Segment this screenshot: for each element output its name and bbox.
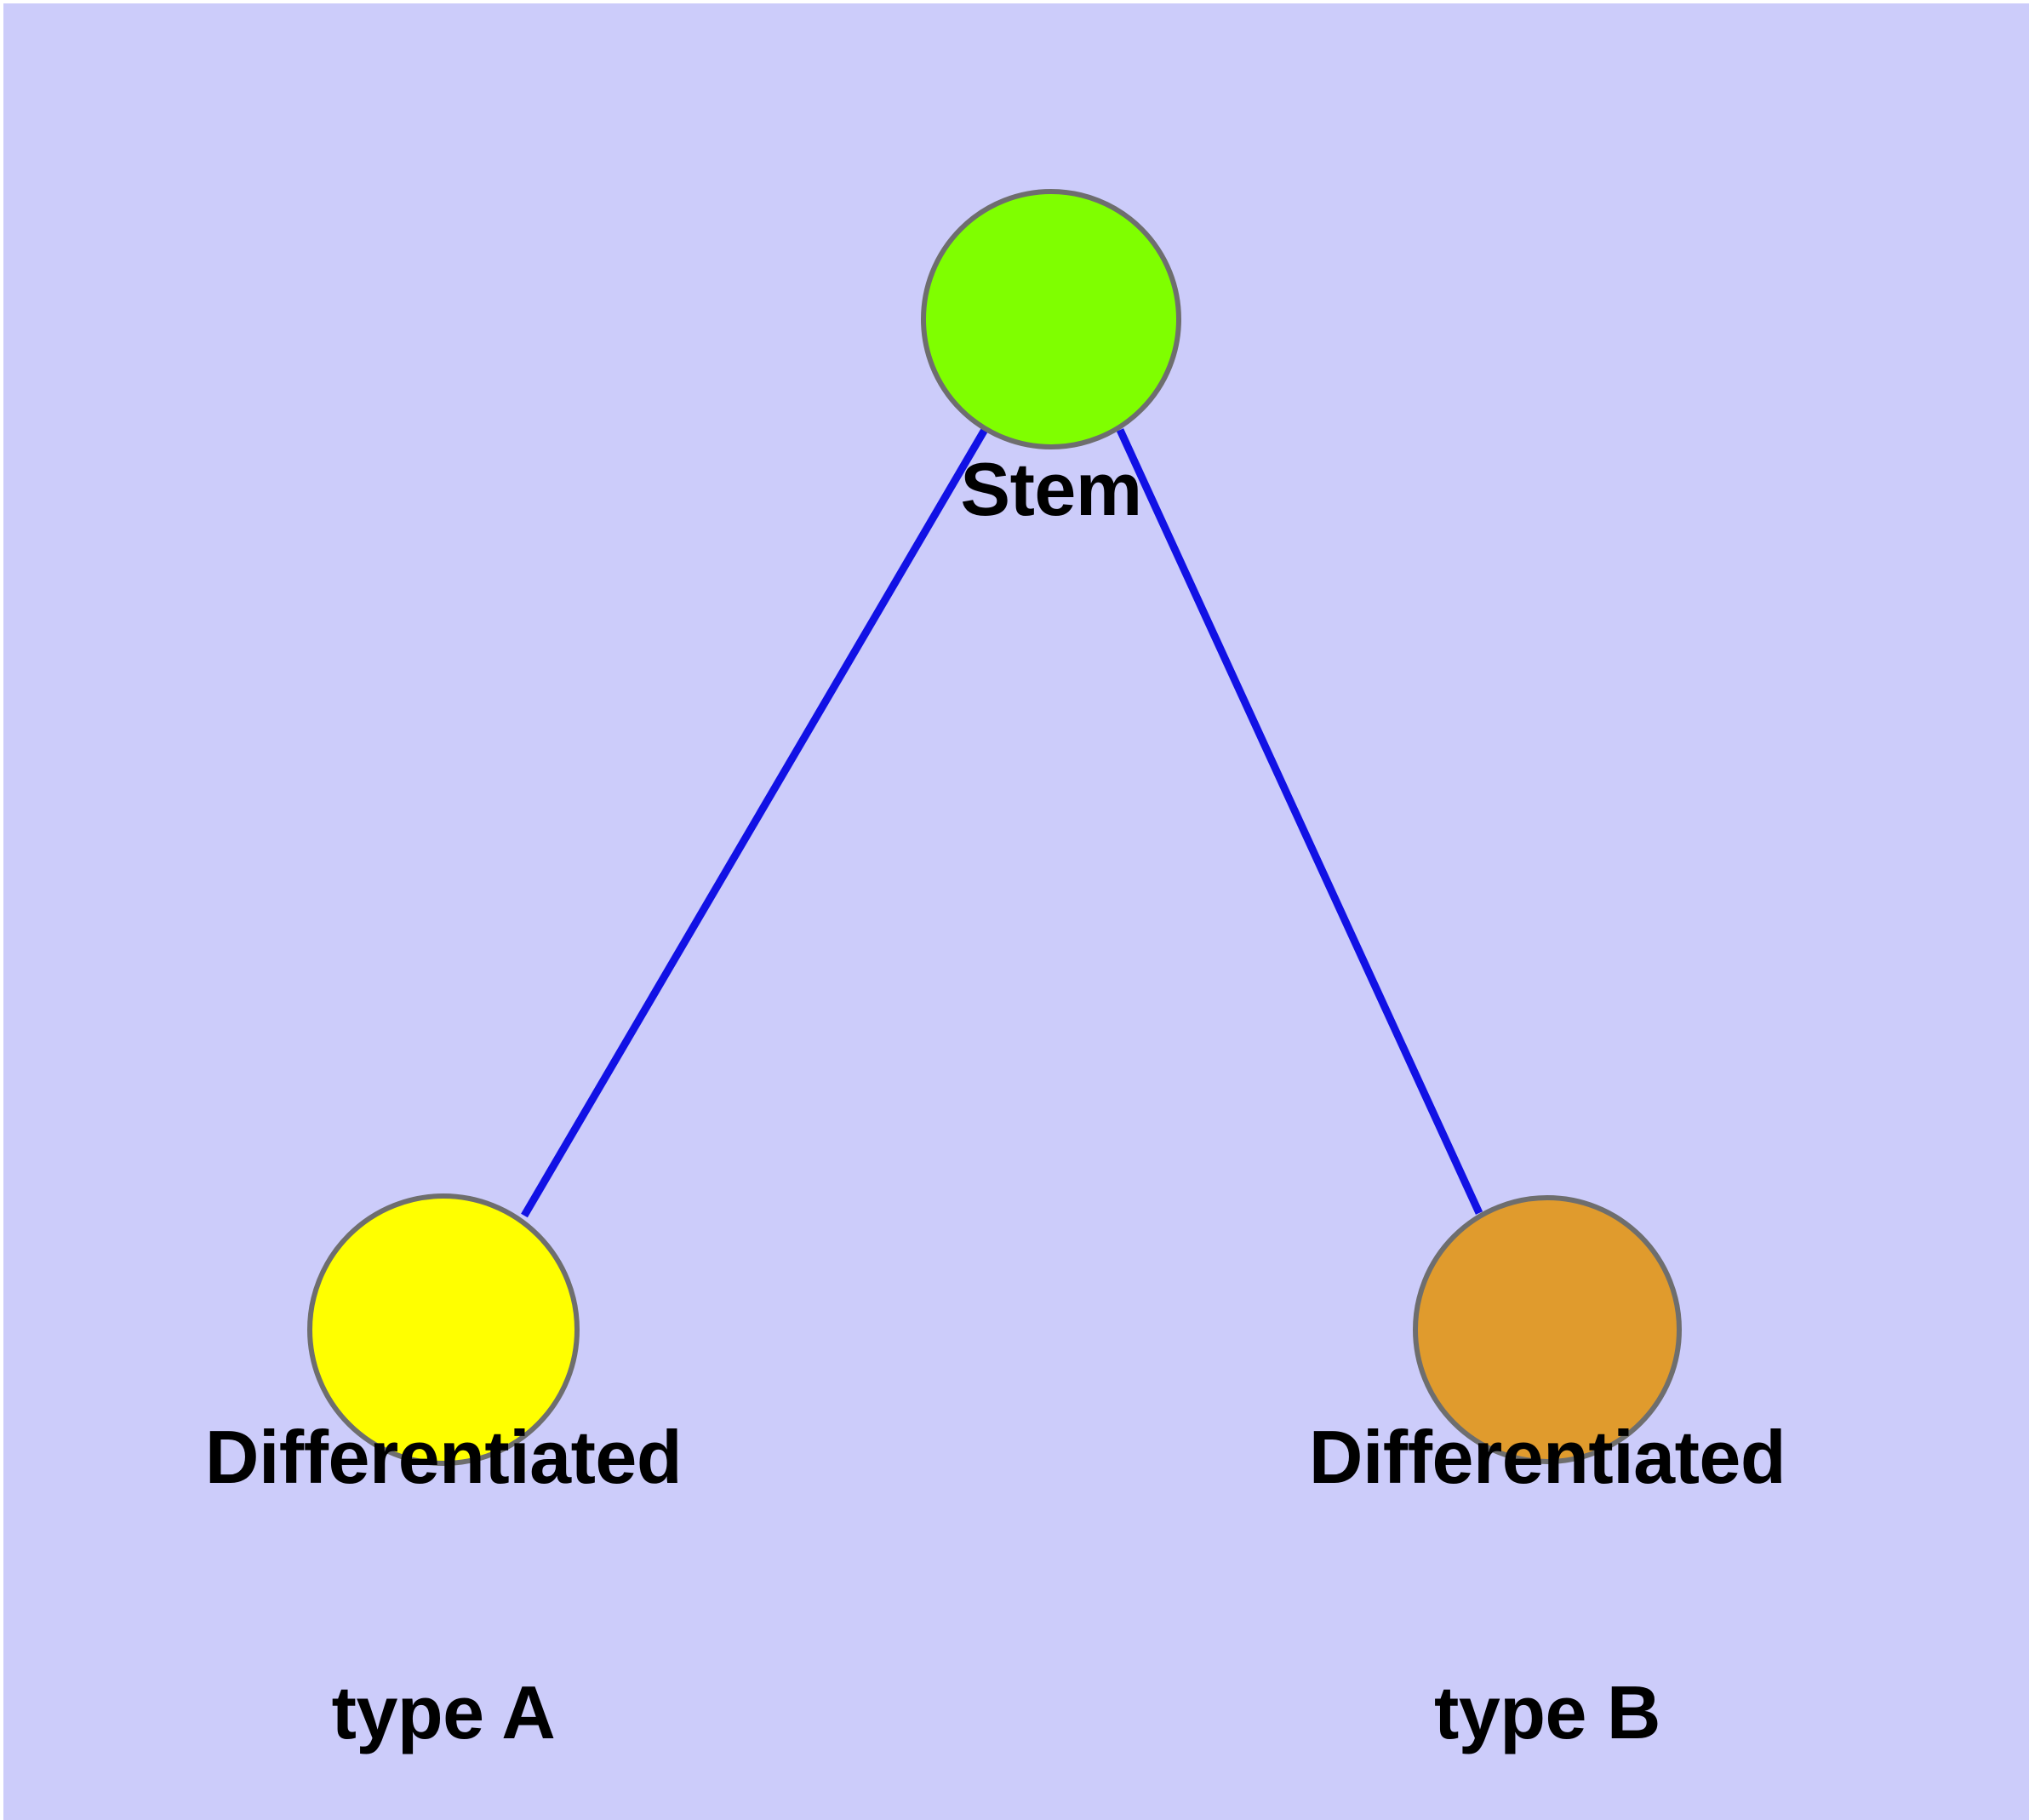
node-circle-differentiated-type-a[interactable]: [307, 1193, 580, 1466]
node-circle-differentiated-type-b[interactable]: [1413, 1195, 1682, 1464]
edge-stem-to-diff-a[interactable]: [521, 426, 989, 1218]
edge-stem-to-diff-b[interactable]: [1116, 428, 1483, 1215]
node-layer: [307, 189, 1682, 1466]
edge-layer: [521, 426, 1483, 1218]
node-circle-stem[interactable]: [921, 189, 1181, 449]
